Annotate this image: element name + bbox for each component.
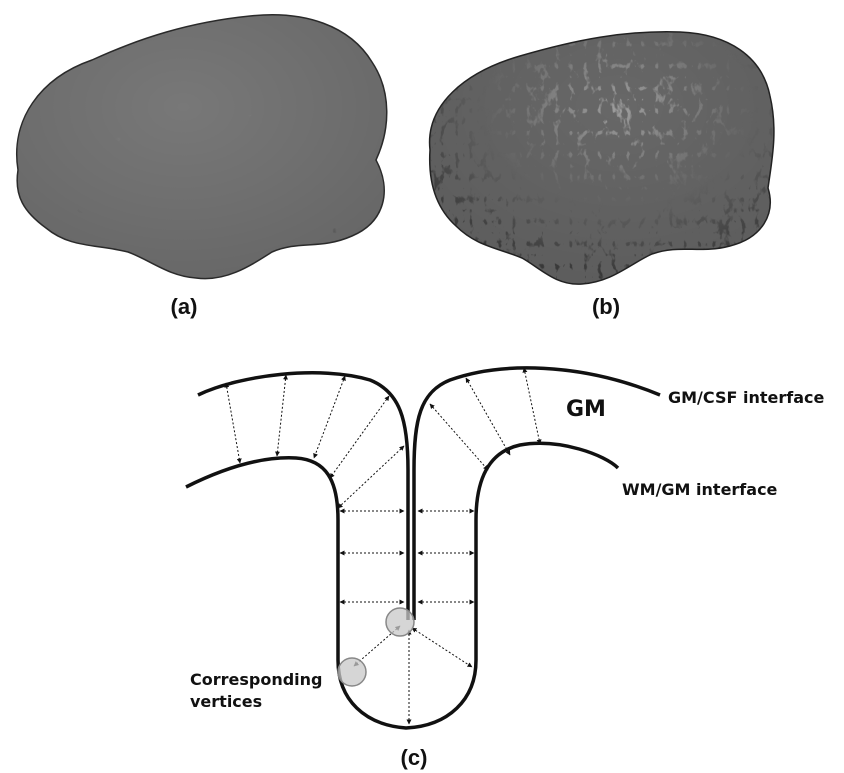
vertex-marker-pial [386, 608, 414, 636]
vertex-marker-white [338, 658, 366, 686]
correspondence-arrow [277, 375, 286, 456]
sulcus-diagram: GM GM/CSF interface WM/GM interface Corr… [186, 368, 824, 728]
gm-label: GM [566, 397, 606, 422]
correspondence-arrow [226, 383, 240, 463]
correspondence-arrow [430, 404, 488, 470]
corresponding-vertices-label-line2: vertices [190, 692, 262, 711]
correspondence-arrow [338, 446, 404, 508]
panel-a-brain-image [17, 15, 387, 279]
panel-a-label: (a) [171, 294, 198, 319]
gm-csf-interface-curve [198, 373, 408, 620]
gm-csf-interface-label: GM/CSF interface [668, 388, 824, 407]
panel-b-label: (b) [592, 294, 620, 319]
correspondence-arrow [314, 376, 345, 458]
panel-c-label: (c) [401, 745, 428, 770]
panel-b-brain-image [430, 32, 774, 284]
corresponding-vertices-label-line1: Corresponding [190, 670, 323, 689]
wm-gm-interface-label: WM/GM interface [622, 480, 778, 499]
correspondence-arrow [412, 628, 472, 667]
correspondence-arrow [466, 378, 510, 455]
correspondence-arrow [524, 368, 540, 444]
correspondence-arrow [330, 396, 389, 478]
